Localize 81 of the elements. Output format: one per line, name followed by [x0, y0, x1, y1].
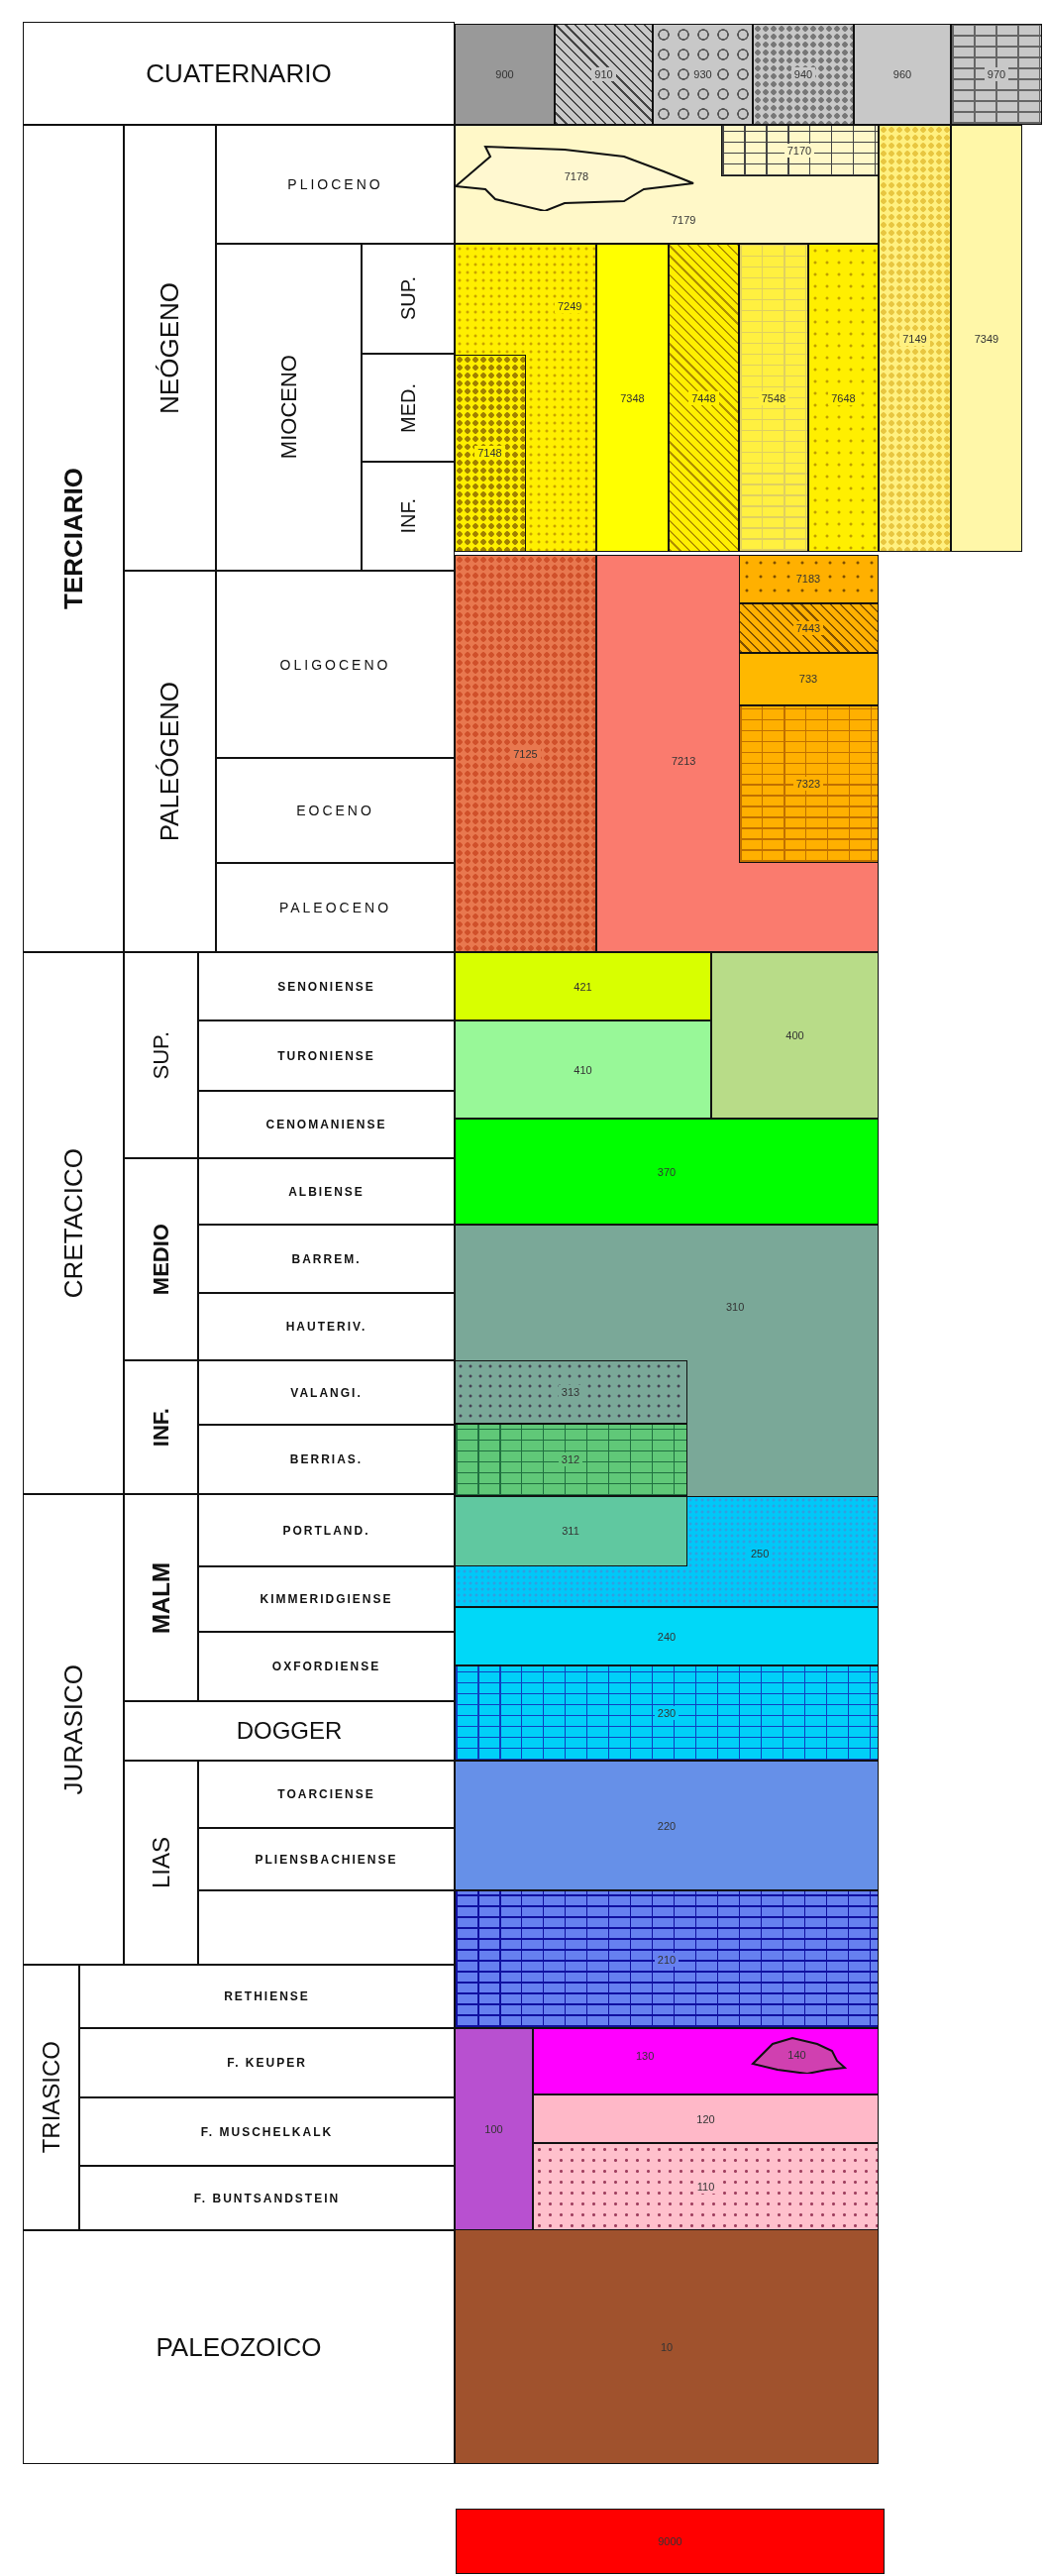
unit-label-box: PALEOCENO	[216, 863, 455, 952]
unit-label-box: NEÓGENO	[124, 125, 216, 571]
rock-layer-block: 110	[533, 2143, 879, 2230]
unit-label-box: TERCIARIO	[23, 125, 124, 952]
unit-label-box: MALM	[124, 1494, 198, 1701]
unit-label-box: BERRIAS.	[198, 1425, 455, 1494]
unit-label-box: INF.	[362, 462, 455, 571]
unit-label-box: F. MUSCHELKALK	[79, 2097, 455, 2166]
unit-label-box: CRETACICO	[23, 952, 124, 1494]
rock-layer-block: 7443	[738, 602, 879, 653]
unit-label-box	[198, 1890, 455, 1965]
unit-label-box: JURASICO	[23, 1494, 124, 1965]
rock-layer-block: 100	[455, 2028, 533, 2230]
rock-layer-block: 210	[455, 1890, 879, 2028]
rock-layer-block: 313	[454, 1359, 687, 1424]
unit-label-box: F. KEUPER	[79, 2028, 455, 2097]
rock-layer-block: 960	[854, 24, 951, 125]
unit-label-box: RETHIENSE	[79, 1965, 455, 2028]
unit-label-box: TURONIENSE	[198, 1020, 455, 1091]
rock-layer-block: 7213 7183 7443 733 7323	[596, 555, 879, 952]
rock-layer-block: 220	[455, 1761, 879, 1890]
rock-layer-block: 7349	[951, 125, 1022, 552]
unit-label-box: CENOMANIENSE	[198, 1091, 455, 1158]
rock-layer-block: 7648	[808, 244, 879, 552]
rock-layer-block: 10	[455, 2229, 879, 2464]
rock-layer-block: 130 140	[533, 2028, 879, 2094]
rock-layer-block: 311	[454, 1495, 687, 1566]
rock-layer-block: 410	[455, 1020, 711, 1119]
unit-label-box: TRIASICO	[23, 1965, 79, 2230]
unit-label-box: ALBIENSE	[198, 1158, 455, 1225]
unit-label-box: TOARCIENSE	[198, 1761, 455, 1828]
unit-label-box: INF.	[124, 1360, 198, 1494]
rock-layer-block: 7249 7148	[455, 244, 596, 552]
rock-layer-block: 930	[653, 24, 753, 125]
rock-layer-block: 7170	[720, 124, 879, 176]
rock-layer-block: 240	[455, 1607, 879, 1665]
unit-label-box: SUP.	[124, 952, 198, 1158]
unit-label-box: F. BUNTSANDSTEIN	[79, 2166, 455, 2230]
rock-layer-block: 9000	[456, 2509, 885, 2574]
rock-layer-block: 7448	[669, 244, 739, 552]
rock-layer-block: 7548	[739, 244, 808, 552]
rock-layer-block: 7179 7178 7170	[455, 125, 879, 244]
unit-label-box: PALEOZOICO	[23, 2230, 455, 2464]
rock-layer-block: 370	[455, 1119, 879, 1225]
rock-layer-block: 7183	[738, 554, 879, 603]
rock-layer-block: 900	[455, 24, 555, 125]
rock-layer-block: 400	[711, 952, 879, 1119]
rock-layer-block: 312	[454, 1423, 687, 1496]
unit-label-box: CUATERNARIO	[23, 22, 455, 125]
unit-label-box: OXFORDIENSE	[198, 1632, 455, 1701]
unit-label-box: DOGGER	[124, 1701, 455, 1761]
unit-label-box: EOCENO	[216, 758, 455, 863]
unit-label-box: MIOCENO	[216, 244, 362, 571]
rock-layer-block: 7348	[596, 244, 669, 552]
rock-layer-block: 940	[753, 24, 854, 125]
rock-layer-block: 7148	[454, 354, 526, 552]
rock-layer-block: 7149	[879, 125, 951, 552]
unit-label-box: HAUTERIV.	[198, 1293, 455, 1360]
unit-label-box: VALANGI.	[198, 1360, 455, 1425]
rock-layer-block: 910	[555, 24, 653, 125]
unit-label-box: PALEÓGENO	[124, 571, 216, 952]
unit-label-box: SUP.	[362, 244, 455, 354]
rock-layer-block: 7125	[455, 555, 596, 952]
unit-label-box: PLIENSBACHIENSE	[198, 1828, 455, 1890]
rock-layer-block: 7323	[738, 704, 879, 863]
rock-layer-block: 230	[455, 1665, 879, 1761]
unit-label-box: PLIOCENO	[216, 125, 455, 244]
rock-layer-block: 421	[455, 952, 711, 1020]
unit-label-box: PORTLAND.	[198, 1494, 455, 1566]
unit-label-box: SENONIENSE	[198, 952, 455, 1020]
rock-layer-block: 120	[533, 2094, 879, 2143]
unit-label-box: MEDIO	[124, 1158, 198, 1360]
rock-layer-block: 250 311	[455, 1496, 879, 1607]
rock-layer-block: 310 313 312	[455, 1225, 879, 1497]
unit-label-box: MED.	[362, 354, 455, 462]
unit-label-box: OLIGOCENO	[216, 571, 455, 758]
unit-label-box: KIMMERIDGIENSE	[198, 1566, 455, 1632]
unit-label-box: LIAS	[124, 1761, 198, 1965]
rock-layer-block: 970	[951, 24, 1042, 125]
unit-label-box: BARREM.	[198, 1225, 455, 1293]
rock-layer-block: 733	[738, 652, 879, 705]
